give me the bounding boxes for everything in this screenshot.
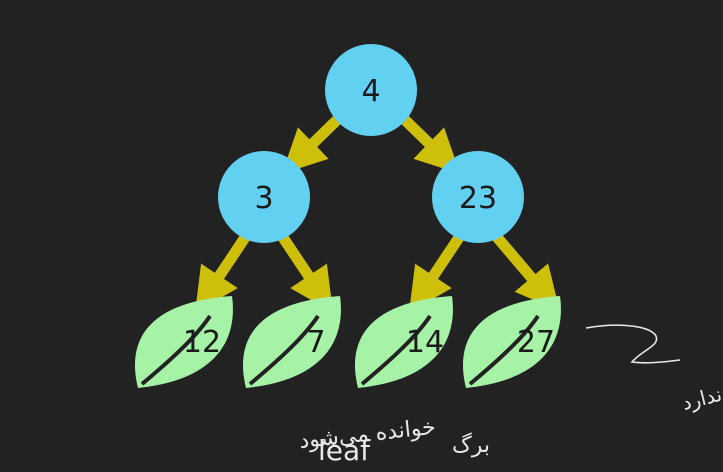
- node-label: 23: [459, 181, 497, 216]
- annotation-leaf-english: leaf: [318, 434, 371, 467]
- edge-23-to-27: [491, 232, 560, 312]
- node-root: 4: [325, 44, 417, 136]
- leaf-node-4: 27: [462, 296, 561, 388]
- edge-root-to-3: [281, 113, 344, 174]
- leaf-node-3: 14: [354, 296, 453, 388]
- node-circle: [325, 44, 417, 136]
- node-internal-right: 23: [432, 151, 524, 243]
- edge-3-to-12: [195, 232, 251, 313]
- node-label: 3: [254, 181, 273, 216]
- leaf-vein: [140, 314, 212, 386]
- edge-3-to-7: [277, 232, 333, 313]
- leaf-node-1: 12: [134, 296, 233, 388]
- node-circle: [432, 151, 524, 243]
- node-circle: [218, 151, 310, 243]
- edges: [195, 113, 560, 313]
- annotation-no-child-text: گویای که فرزندی ندارد: [679, 346, 723, 415]
- leaf-label: 27: [517, 325, 555, 360]
- leaf-node-2: 7: [242, 296, 341, 388]
- leaf-vein: [468, 314, 540, 386]
- node-label: 4: [361, 74, 380, 109]
- leaf-label: 14: [406, 325, 444, 360]
- leaf-label: 12: [183, 325, 221, 360]
- edge-root-to-23: [398, 113, 461, 174]
- leaf-label: 7: [306, 325, 325, 360]
- leaf-vein: [360, 314, 432, 386]
- node-internal-left: 3: [218, 151, 310, 243]
- leaf-icon: [242, 296, 341, 388]
- annotation-leaf-persian: برگ: [452, 432, 490, 458]
- annotation-pointer-stroke: [585, 324, 681, 364]
- edge-23-to-14: [409, 232, 465, 313]
- leaf-vein: [248, 314, 320, 386]
